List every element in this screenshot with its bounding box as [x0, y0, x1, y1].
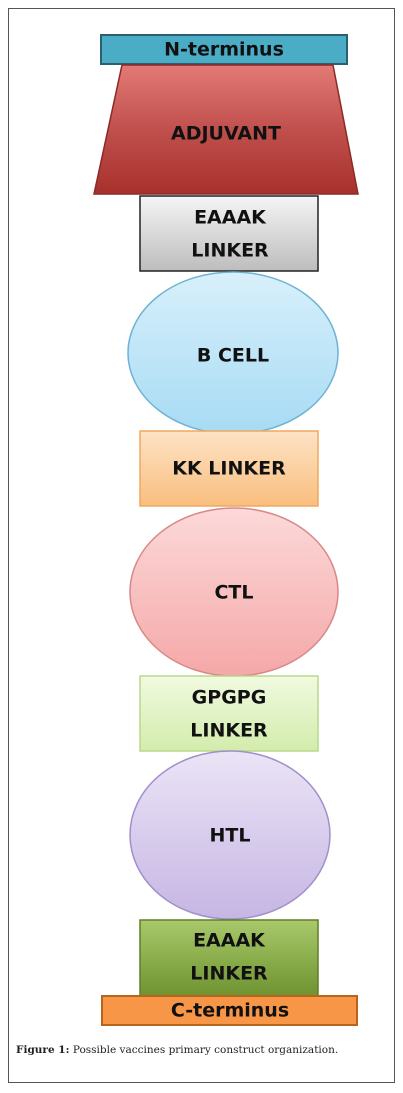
gpgpg-linker-label-line1: GPGPG — [192, 687, 267, 709]
eaaak-linker-label-1-line2: LINKER — [191, 240, 269, 262]
n-terminus-label: N-terminus — [164, 39, 284, 61]
gpgpg-linker-label-line2: LINKER — [190, 720, 268, 742]
figure-caption-label: Figure 1: — [16, 1044, 70, 1056]
adjuvant-shape — [93, 64, 359, 195]
c-terminus-block: C-terminus — [101, 995, 358, 1026]
kk-linker-label: KK LINKER — [172, 458, 286, 480]
kk-linker-block: KK LINKER — [139, 430, 319, 507]
htl-shape — [129, 750, 331, 920]
ctl-label: CTL — [214, 582, 253, 604]
c-terminus-shape — [101, 995, 358, 1026]
ctl-block: CTL — [129, 507, 339, 677]
n-terminus-block: N-terminus — [100, 34, 348, 65]
eaaak-linker-label-1-line1: EAAAK — [194, 207, 267, 229]
figure-caption-text: Possible vaccines primary construct orga… — [69, 1044, 339, 1056]
eaaak-linker-shape-1 — [139, 195, 319, 272]
eaaak-linker-block-2: EAAAK LINKER — [139, 919, 319, 997]
kk-linker-shape — [139, 430, 319, 507]
eaaak-linker-shape-2 — [139, 919, 319, 997]
n-terminus-shape — [100, 34, 348, 65]
eaaak-linker-label-2-line1: EAAAK — [193, 930, 266, 952]
eaaak-linker-block-1: EAAAK LINKER — [139, 195, 319, 272]
adjuvant-block: ADJUVANT — [93, 64, 359, 195]
gpgpg-linker-block: GPGPG LINKER — [139, 675, 319, 752]
eaaak-linker-label-2-line2: LINKER — [190, 963, 268, 985]
htl-label: HTL — [210, 825, 251, 847]
adjuvant-label: ADJUVANT — [171, 123, 281, 145]
figure-caption: Figure 1: Possible vaccines primary cons… — [16, 1044, 391, 1056]
b-cell-label: B CELL — [197, 345, 269, 367]
htl-block: HTL — [129, 750, 331, 920]
b-cell-block: B CELL — [127, 271, 339, 435]
c-terminus-label: C-terminus — [171, 1000, 289, 1022]
